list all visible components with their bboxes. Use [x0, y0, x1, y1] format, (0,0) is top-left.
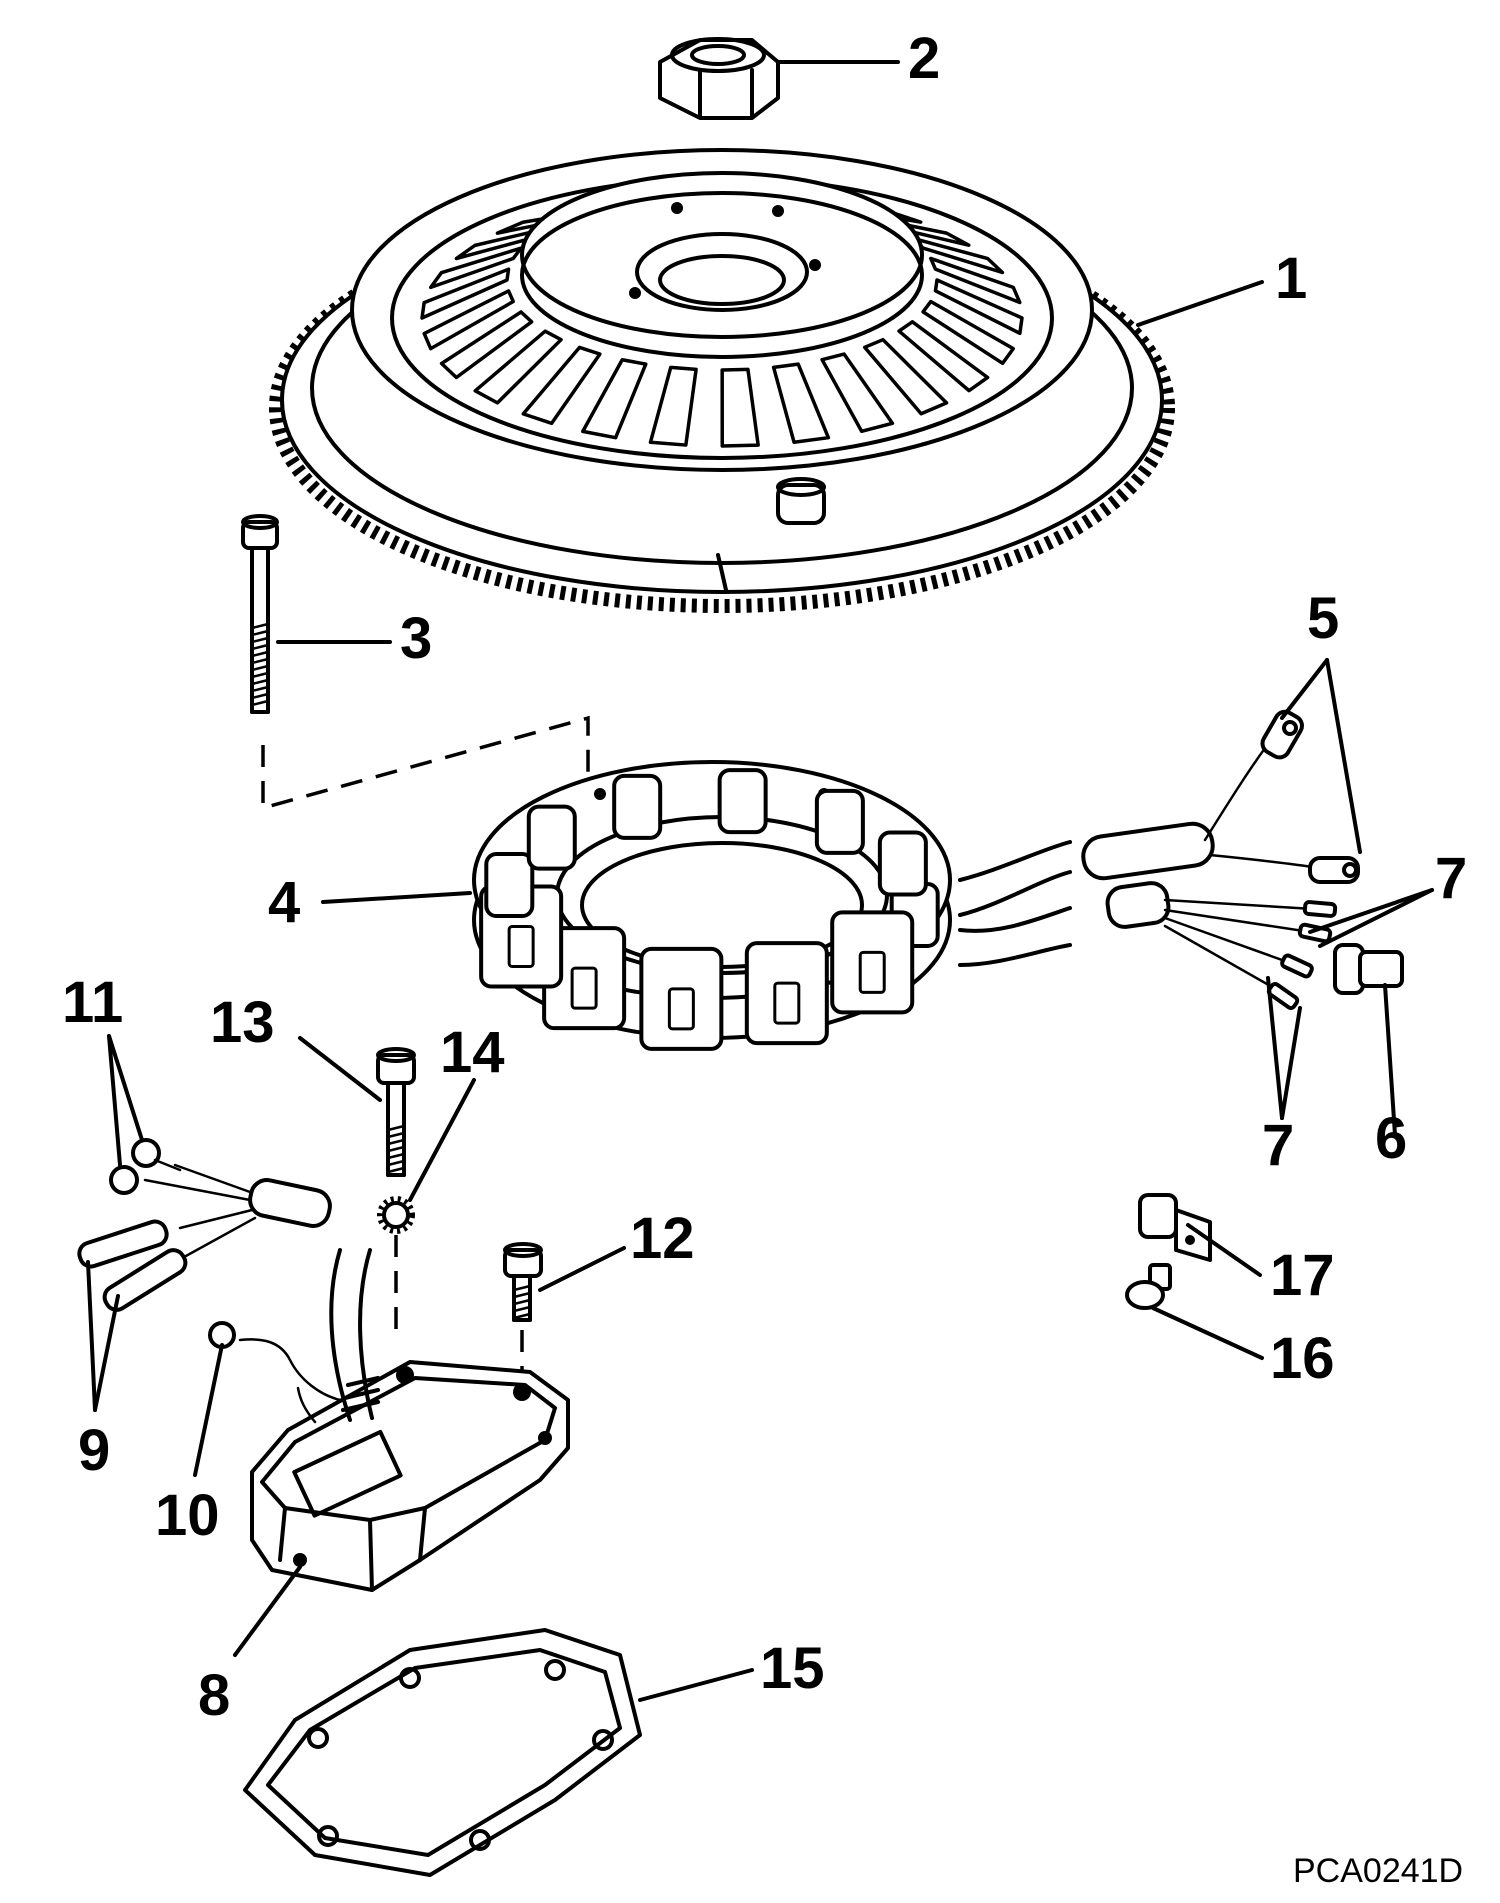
fan-blade — [521, 345, 602, 426]
callout-11: 11 — [62, 970, 123, 1035]
part-1-flywheel — [269, 148, 1175, 613]
fan-blade — [897, 320, 990, 393]
callout-4: 4 — [268, 870, 300, 935]
part-8-power-pack — [208, 1248, 570, 1592]
callout-6: 6 — [1375, 1106, 1407, 1171]
callout-15: 15 — [760, 1636, 825, 1701]
leader-lines — [86, 60, 1434, 1702]
part-2-flywheel-nut — [658, 37, 780, 120]
fan-blade — [933, 278, 1024, 336]
fan-blade — [921, 299, 1016, 366]
alignment-line-3 — [261, 715, 590, 811]
drawing-id: PCA0241D — [1293, 1852, 1463, 1890]
stator-coil — [830, 910, 915, 1015]
callout-12: 12 — [630, 1206, 695, 1271]
stator-coil — [612, 773, 663, 840]
callout-8: 8 — [198, 1663, 230, 1728]
fan-blade — [720, 367, 760, 448]
part-16-clamp-screw — [1125, 1263, 1172, 1310]
fan-blade — [439, 310, 534, 380]
stator-coils — [479, 768, 940, 1051]
stator-coil — [877, 830, 928, 897]
stator-coil — [639, 946, 724, 1051]
callout-2: 2 — [908, 26, 940, 91]
part-3-stator-bolt — [241, 514, 279, 714]
fan-blade — [473, 329, 563, 405]
callout-7b: 7 — [1262, 1113, 1294, 1178]
part-14-lock-washer — [377, 1196, 415, 1234]
stator-coil — [526, 804, 577, 871]
part-12-power-pack-screw — [503, 1242, 543, 1322]
callout-16: 16 — [1270, 1326, 1335, 1391]
fan-blade — [581, 357, 648, 440]
callout-14: 14 — [440, 1020, 505, 1085]
stator-coil — [814, 788, 865, 855]
part-15-gasket — [243, 1628, 642, 1877]
stator-harness — [958, 709, 1360, 1010]
fan-blade — [428, 246, 523, 290]
callout-1: 1 — [1275, 246, 1307, 311]
stator-coil — [484, 852, 535, 919]
flywheel-fan-blades — [420, 188, 1024, 448]
callout-17: 17 — [1270, 1243, 1335, 1308]
part-13-power-pack-bolt — [376, 1047, 416, 1177]
stator-coil — [744, 941, 829, 1046]
part-17-clamp — [1138, 1193, 1212, 1262]
pack-harness-leads — [77, 1138, 332, 1312]
fan-blade — [422, 289, 515, 351]
callout-labels: 1 2 3 4 5 6 7 7 8 9 10 11 12 13 14 15 16… — [62, 26, 1467, 1890]
callout-3: 3 — [400, 606, 432, 671]
fan-blade — [820, 352, 895, 434]
fan-blade — [862, 337, 949, 416]
fan-blade — [420, 267, 511, 320]
fan-blade — [648, 365, 698, 447]
callout-10: 10 — [155, 1483, 220, 1548]
callout-5: 5 — [1307, 586, 1339, 651]
callout-9: 9 — [78, 1418, 110, 1483]
stator-coil — [542, 926, 627, 1031]
part-4-stator — [472, 760, 952, 1051]
callout-13: 13 — [210, 990, 275, 1055]
callout-7a: 7 — [1435, 846, 1467, 911]
part-6-terminal-plug — [1333, 943, 1404, 995]
fan-blade — [771, 362, 831, 445]
stator-coil — [717, 768, 768, 835]
fan-blade — [929, 256, 1022, 305]
